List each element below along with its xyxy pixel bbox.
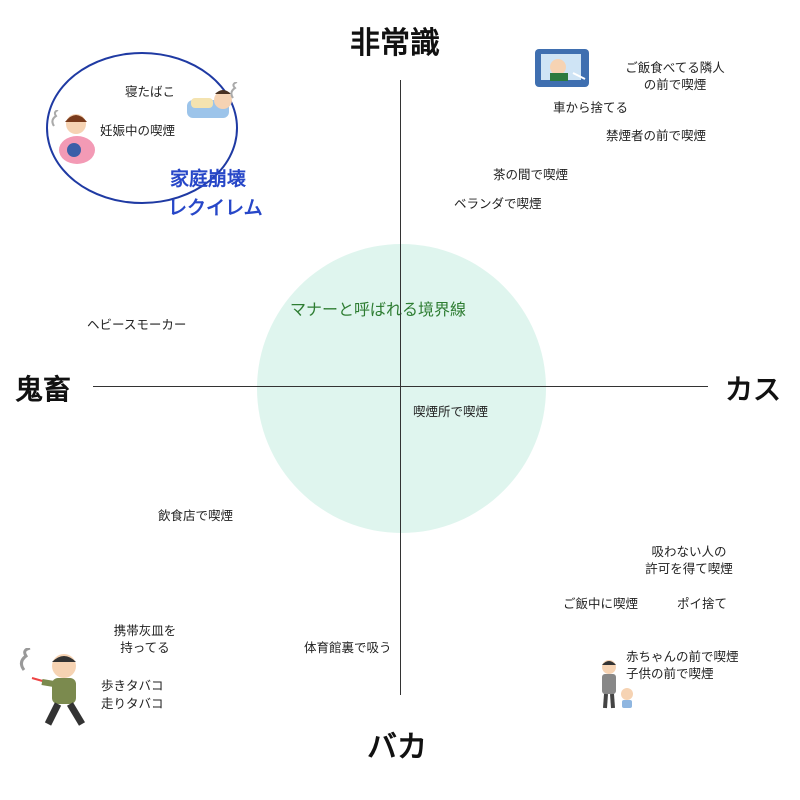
pole-bottom: バカ bbox=[367, 730, 427, 765]
family-collapse-oval bbox=[46, 52, 238, 204]
horizontal-axis-overlay bbox=[257, 386, 546, 387]
item-heavy-smoker: ヘビースモーカー bbox=[87, 317, 187, 332]
item-running: 走りタバコ bbox=[101, 696, 164, 711]
group-label-line2: レクイレム bbox=[168, 197, 263, 219]
pole-left: 鬼畜 bbox=[15, 373, 72, 406]
item-child-front: 子供の前で喫煙 bbox=[626, 666, 714, 681]
item-baby-front: 赤ちゃんの前で喫煙 bbox=[626, 649, 739, 664]
sleeping-smoker-illustration bbox=[187, 82, 238, 118]
item-permission-line1: 吸わない人の bbox=[651, 544, 727, 559]
car-smoker-illustration bbox=[535, 49, 589, 87]
item-eating-neighbor: ご飯食べてる隣人 の前で喫煙 bbox=[612, 59, 738, 93]
item-pregnant-smoking: 妊娠中の喫煙 bbox=[100, 123, 176, 138]
item-sleep-smoking: 寝たばこ bbox=[125, 84, 176, 99]
item-restaurant: 飲食店で喫煙 bbox=[158, 508, 234, 523]
item-ashtray-line1: 携帯灰皿を bbox=[113, 623, 177, 638]
item-ashtray: 携帯灰皿を 持ってる bbox=[100, 622, 190, 656]
item-litter: ポイ捨て bbox=[677, 596, 728, 611]
item-permission-line2: 許可を得て喫煙 bbox=[645, 561, 733, 576]
item-walking: 歩きタバコ bbox=[101, 678, 164, 693]
item-veranda: ベランダで喫煙 bbox=[454, 196, 542, 211]
boundary-label: マナーと呼ばれる境界線 bbox=[290, 300, 467, 319]
item-car-throw: 車から捨てる bbox=[553, 100, 629, 115]
item-gym-back: 体育館裏で吸う bbox=[304, 640, 392, 655]
manner-boundary-circle bbox=[257, 244, 546, 533]
item-eating-neighbor-line2: の前で喫煙 bbox=[643, 77, 707, 92]
vertical-axis-overlay bbox=[400, 244, 401, 533]
item-during-meal: ご飯中に喫煙 bbox=[563, 596, 639, 611]
item-permission: 吸わない人の 許可を得て喫煙 bbox=[634, 543, 744, 577]
walking-smoker-illustration bbox=[19, 648, 86, 726]
pole-top: 非常識 bbox=[350, 26, 440, 61]
pregnant-smoker-illustration bbox=[51, 110, 95, 164]
item-eating-neighbor-line1: ご飯食べてる隣人 bbox=[625, 60, 725, 75]
item-nonsmoker-front: 禁煙者の前で喫煙 bbox=[606, 128, 707, 143]
pole-right: カス bbox=[725, 373, 782, 406]
father-and-child-illustration bbox=[602, 660, 633, 709]
item-ashtray-line2: 持ってる bbox=[120, 640, 170, 655]
item-living-room: 茶の間で喫煙 bbox=[493, 167, 569, 182]
item-smoking-area: 喫煙所で喫煙 bbox=[413, 404, 489, 419]
group-label-line1: 家庭崩壊 bbox=[170, 168, 247, 190]
